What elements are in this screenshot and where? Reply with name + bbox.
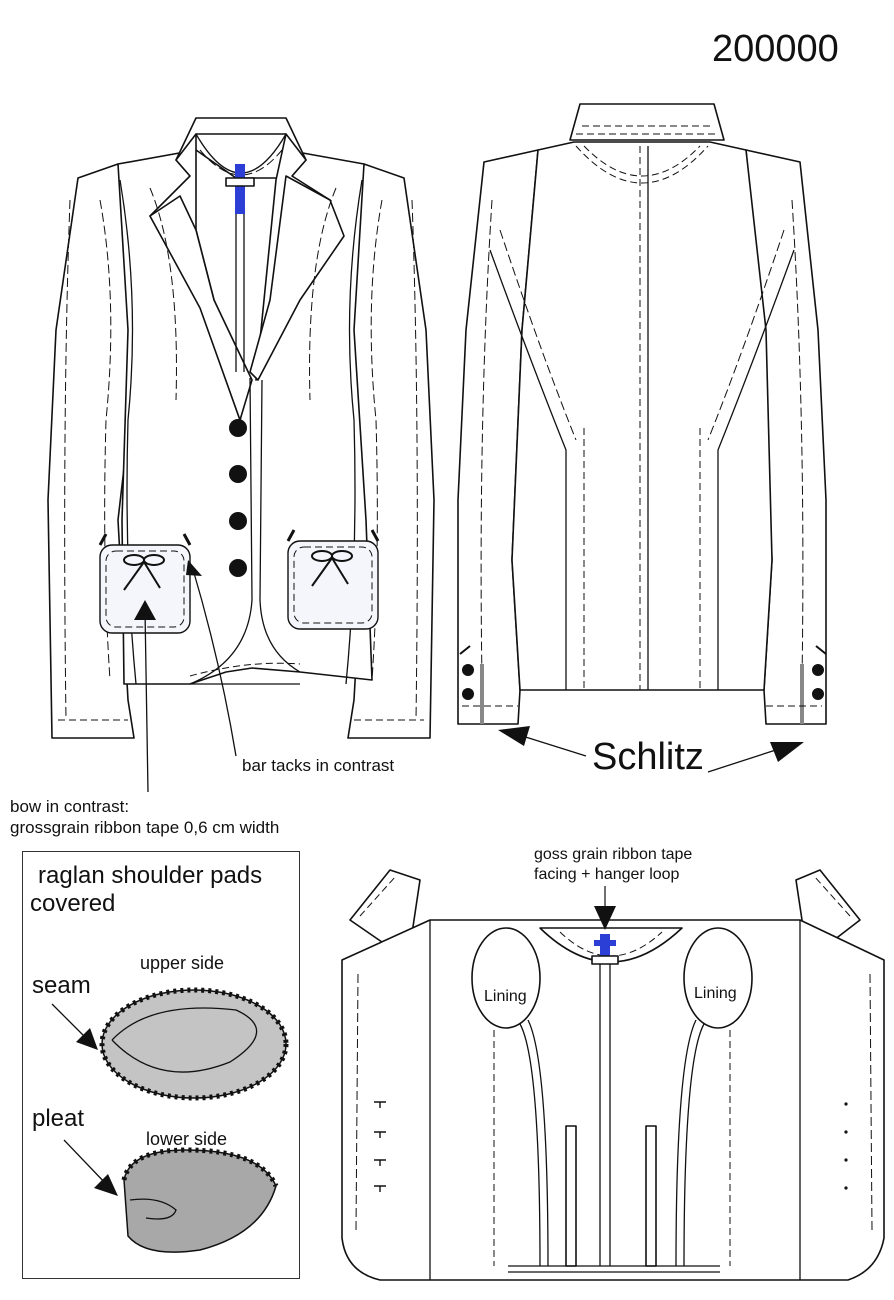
left-pocket-bow bbox=[123, 554, 165, 591]
front-button-4 bbox=[229, 559, 247, 577]
back-right-cuff-button-1 bbox=[812, 664, 824, 676]
back-right-cuff-button-2 bbox=[812, 688, 824, 700]
back-left-cuff-button-1 bbox=[462, 664, 474, 676]
shoulder-pad-upper bbox=[99, 987, 289, 1101]
upper-side-label: upper side bbox=[140, 953, 225, 973]
front-button-3 bbox=[229, 512, 247, 530]
pad-arrows bbox=[51, 1003, 118, 1196]
schlitz-arrows bbox=[498, 726, 804, 773]
right-pocket-bow bbox=[311, 550, 353, 587]
left-lining-panel bbox=[471, 927, 541, 1029]
pleat-label: pleat bbox=[32, 1105, 85, 1132]
bow-label-line2: grossgrain ribbon tape 0,6 cm width bbox=[10, 818, 280, 837]
style-number: 200000 bbox=[712, 28, 839, 70]
inside-view-jacket bbox=[341, 869, 885, 1281]
back-left-cuff-button-2 bbox=[462, 688, 474, 700]
bar-tacks-label: bar tacks in contrast bbox=[242, 756, 395, 775]
bow-label-line1: bow in contrast: bbox=[10, 797, 130, 816]
front-right-pocket bbox=[287, 540, 379, 630]
back-view-jacket bbox=[457, 103, 827, 725]
annotation-arrows bbox=[134, 560, 237, 793]
right-lining-panel bbox=[683, 927, 753, 1029]
back-body bbox=[511, 141, 773, 691]
lining-label-right: Lining bbox=[694, 985, 737, 1002]
schlitz-label: Schlitz bbox=[592, 736, 704, 778]
front-button-2 bbox=[229, 465, 247, 483]
shoulder-pads-panel bbox=[22, 851, 300, 1279]
lining-label-left: Lining bbox=[484, 988, 527, 1005]
front-button-1 bbox=[229, 419, 247, 437]
seam-label: seam bbox=[32, 972, 91, 999]
inside-body bbox=[341, 919, 885, 1281]
front-view-jacket bbox=[47, 117, 435, 739]
shoulder-pads-title-line1: raglan shoulder pads bbox=[38, 862, 263, 889]
shoulder-pad-lower bbox=[121, 1147, 279, 1253]
back-collar bbox=[569, 103, 725, 141]
facing-label-line1: goss grain ribbon tape bbox=[534, 846, 693, 863]
front-hanger-tape bbox=[235, 164, 245, 214]
facing-label-line2: facing + hanger loop bbox=[534, 866, 680, 883]
shoulder-pads-title-line2: covered bbox=[30, 890, 116, 917]
lower-side-label: lower side bbox=[146, 1129, 228, 1149]
